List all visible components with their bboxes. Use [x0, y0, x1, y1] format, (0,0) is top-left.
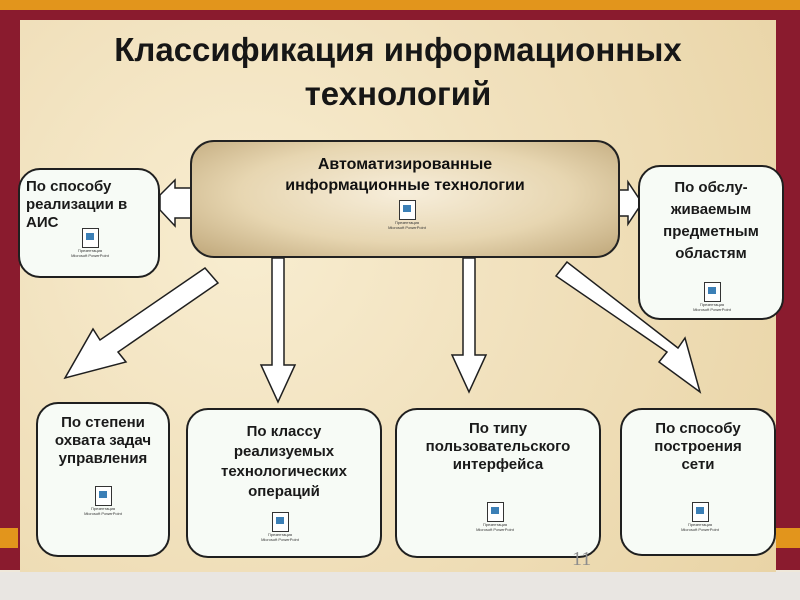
arrow-down-right: [554, 260, 702, 394]
left-frame-band: [0, 10, 20, 570]
powerpoint-icon: [691, 502, 709, 522]
bottom-right-accent: [776, 528, 800, 548]
ppt-caption-app: Microsoft PowerPoint: [681, 527, 719, 532]
box-operations-class-label: По классу реализуемых технологических оп…: [221, 423, 347, 500]
ppt-caption: Презентация: [77, 248, 103, 253]
powerpoint-icon: [271, 512, 289, 532]
arrow-down-1: [259, 257, 297, 404]
ppt-object-implementation[interactable]: Презентация Microsoft PowerPoint: [70, 228, 110, 258]
powerpoint-icon: [486, 502, 504, 522]
center-box-ait: Автоматизированные информационные технол…: [190, 140, 620, 258]
bottom-band: [0, 572, 800, 600]
ppt-caption: Презентация: [394, 220, 420, 225]
slide-title: Классификация информационных технологий: [114, 31, 682, 112]
powerpoint-icon: [81, 228, 99, 248]
ppt-caption-app: Microsoft PowerPoint: [476, 527, 514, 532]
top-accent-stripe: [0, 0, 800, 12]
ppt-caption-app: Microsoft PowerPoint: [84, 511, 122, 516]
box-network-method-label: По способу построения сети: [654, 420, 742, 473]
ppt-caption-app: Microsoft PowerPoint: [693, 307, 731, 312]
box-implementation: По способу реализации в АИС Презентация …: [18, 168, 160, 278]
box-task-coverage-label: По степени охвата задач управления: [54, 414, 152, 467]
ppt-object-operations-class[interactable]: Презентация Microsoft PowerPoint: [260, 512, 300, 542]
box-task-coverage: По степени охвата задач управления Презе…: [36, 402, 170, 557]
bottom-left-accent: [0, 528, 18, 548]
ppt-caption-app: Microsoft PowerPoint: [261, 537, 299, 542]
ppt-object-network-method[interactable]: Презентация Microsoft PowerPoint: [680, 502, 720, 532]
ppt-caption: Презентация: [90, 506, 116, 511]
ppt-object-task-coverage[interactable]: Презентация Microsoft PowerPoint: [83, 486, 123, 516]
ppt-object-interface-type[interactable]: Презентация Microsoft PowerPoint: [475, 502, 515, 532]
page-number: 11: [572, 548, 592, 570]
center-box-label: Автоматизированные информационные технол…: [285, 156, 525, 194]
ppt-caption-app: Microsoft PowerPoint: [71, 253, 109, 258]
powerpoint-icon: [398, 200, 416, 220]
top-frame-band: [0, 10, 800, 22]
box-interface-type: По типу пользовательского интерфейса Пре…: [395, 408, 601, 558]
box-operations-class: По классу реализуемых технологических оп…: [186, 408, 382, 558]
arrow-down-left: [63, 267, 220, 380]
ppt-caption-app: Microsoft PowerPoint: [388, 225, 426, 230]
powerpoint-icon: [703, 282, 721, 302]
box-implementation-label: По способу реализации в АИС: [26, 178, 128, 231]
box-network-method: По способу построения сети Презентация M…: [620, 408, 776, 556]
ppt-caption: Презентация: [267, 532, 293, 537]
ppt-caption: Презентация: [687, 522, 713, 527]
box-subject-areas-label: По обслу-живаемым предметным областям: [663, 179, 759, 262]
box-interface-type-label: По типу пользовательского интерфейса: [425, 420, 571, 473]
ppt-object-center[interactable]: Презентация Microsoft PowerPoint: [387, 200, 427, 230]
box-subject-areas: По обслу-живаемым предметным областям Пр…: [638, 165, 784, 320]
powerpoint-icon: [94, 486, 112, 506]
ppt-object-subject-areas[interactable]: Презентация Microsoft PowerPoint: [692, 282, 732, 312]
ppt-caption: Презентация: [482, 522, 508, 527]
arrow-down-2: [450, 257, 488, 394]
ppt-caption: Презентация: [699, 302, 725, 307]
